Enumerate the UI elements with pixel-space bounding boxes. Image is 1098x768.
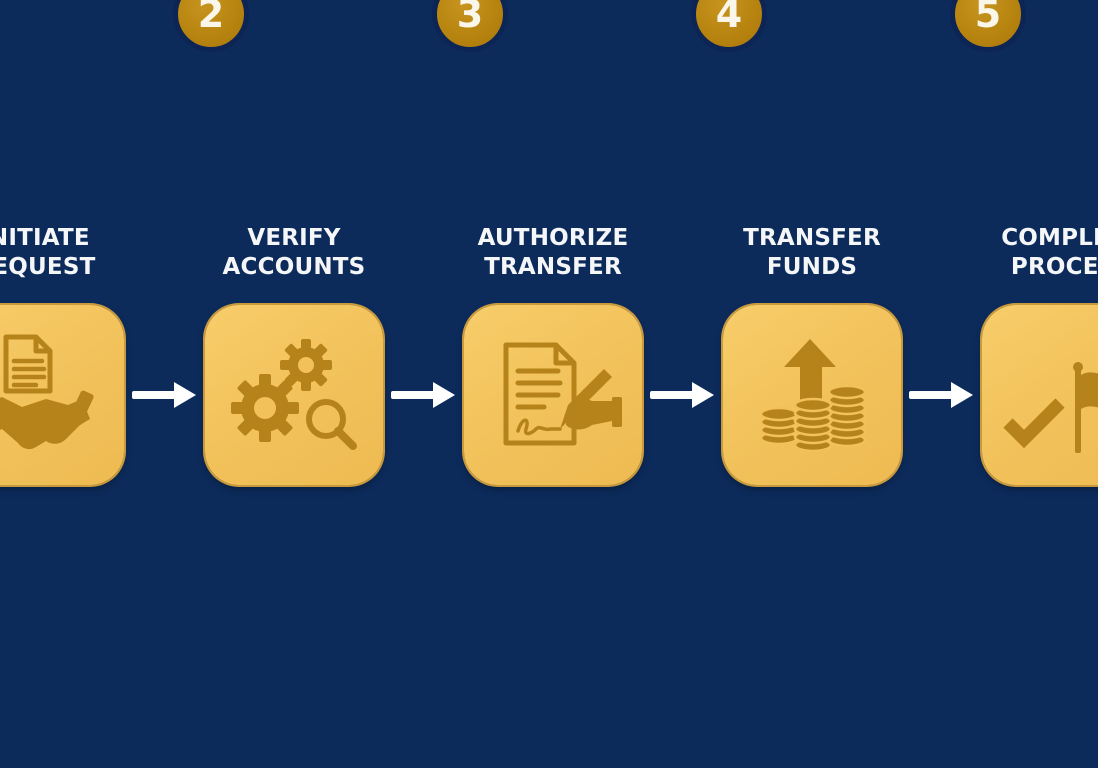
step-card [723, 305, 901, 485]
step-card [982, 305, 1098, 485]
arrow-right-icon [650, 382, 714, 408]
step-2: VERIFY ACCOUNTS [173, 0, 383, 768]
step-title-line1: COMPLETE [1001, 225, 1098, 251]
step-title-line2: FUNDS [766, 254, 858, 280]
step-title: COMPLETE PROCESS [942, 224, 1098, 282]
step-1: INITIATE REQUEST [0, 0, 124, 768]
step-number-badge: 2 [173, 0, 249, 52]
step-title: AUTHORIZE TRANSFER [424, 224, 682, 282]
step-title-line2: PROCESS [1010, 254, 1098, 280]
step-number-badge: 5 [950, 0, 1026, 52]
step-number-badge: 4 [691, 0, 767, 52]
arrow-right-icon [391, 382, 455, 408]
checkmark-flag-icon [1003, 362, 1098, 453]
document-signature-icon [503, 342, 622, 446]
step-card [0, 305, 124, 485]
step-5: COMPLETE PROCESS 5 [950, 0, 1098, 768]
arrow-up-coins-icon [759, 339, 867, 453]
step-title: TRANSFER FUNDS [683, 224, 941, 282]
step-3: AUTHORIZE TRANSFER [432, 0, 642, 768]
step-title-line2: REQUEST [0, 254, 96, 280]
step-title-line1: INITIATE [0, 225, 90, 251]
gears-magnifier-icon [231, 339, 357, 450]
step-title-line1: TRANSFER [743, 225, 881, 251]
step-title: VERIFY ACCOUNTS [165, 224, 423, 282]
arrow-right-icon [132, 382, 196, 408]
step-title: INITIATE REQUEST [0, 224, 164, 282]
step-card [464, 305, 642, 485]
step-title-line1: AUTHORIZE [477, 225, 629, 251]
step-title-line2: TRANSFER [484, 254, 622, 280]
step-number-badge: 3 [432, 0, 508, 52]
step-title-line2: ACCOUNTS [222, 254, 366, 280]
step-4: TRANSFER FUNDS [691, 0, 901, 768]
step-title-line1: VERIFY [247, 225, 341, 251]
document-handshake-icon [0, 334, 94, 450]
arrow-right-icon [909, 382, 973, 408]
step-card [205, 305, 383, 485]
